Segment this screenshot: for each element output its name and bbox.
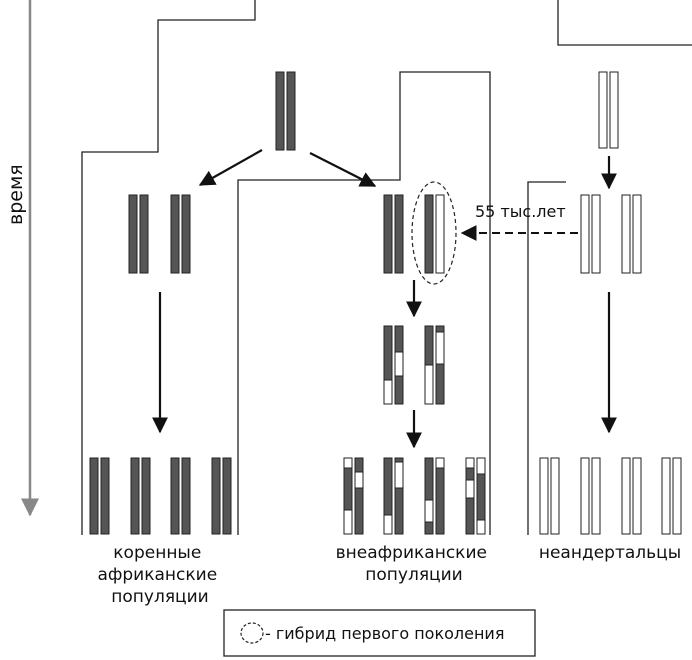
african-lineage-outline [81, 0, 256, 535]
neanderthals-label: неандертальцы [539, 543, 681, 563]
african-chromosomes-gen2 [128, 194, 191, 274]
neanderthal-chromosomes-gen2 [580, 194, 642, 274]
non-african-chromosomes-gen3 [383, 325, 445, 405]
legend-hybrid-symbol [240, 622, 264, 644]
neanderthal-chromosome-pair-top [598, 71, 619, 149]
non-african-chromosomes-gen4 [343, 457, 486, 535]
gene-flow-time-label: 55 тыс.лет [475, 202, 566, 221]
time-axis-label: время [5, 164, 27, 225]
population-tree-outline [81, 0, 692, 535]
african-populations-label: коренные африканские популяции [97, 543, 222, 607]
split-arrow-left [198, 149, 263, 186]
non-african-populations-label: внеафриканские популяции [336, 543, 493, 585]
african-chromosomes-gen3 [89, 457, 232, 535]
legend-text: - гибрид первого поколения [265, 624, 504, 643]
legend: - гибрид первого поколения [223, 609, 536, 657]
ancestral-branch-outline [237, 71, 491, 535]
first-generation-hybrid-highlight [411, 181, 457, 285]
neanderthal-lineage-inner-outline [527, 181, 566, 535]
legend-frame [223, 609, 536, 657]
non-african-chromosomes-gen2 [383, 194, 445, 274]
ancestral-chromosome-pair [275, 71, 296, 151]
neanderthal-chromosomes-gen3 [539, 457, 682, 535]
neanderthal-lineage-outline [557, 0, 692, 46]
split-arrow-right [309, 152, 377, 187]
